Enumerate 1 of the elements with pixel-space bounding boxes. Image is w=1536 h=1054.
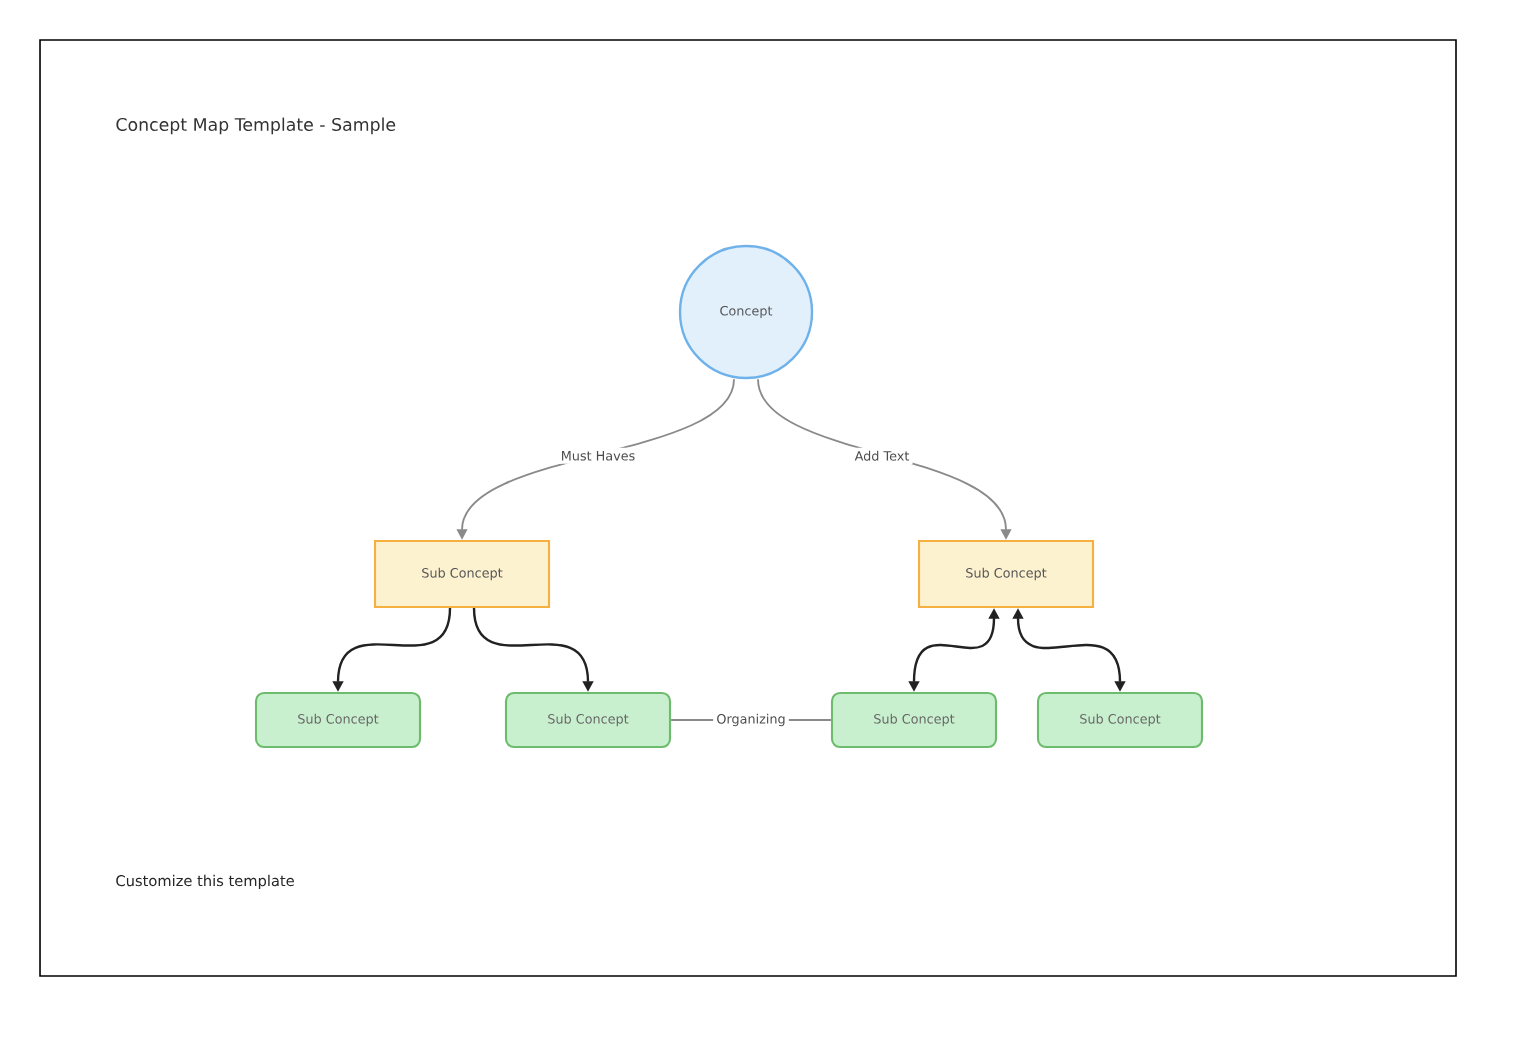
title: Concept Map Template - Sample (116, 117, 396, 135)
